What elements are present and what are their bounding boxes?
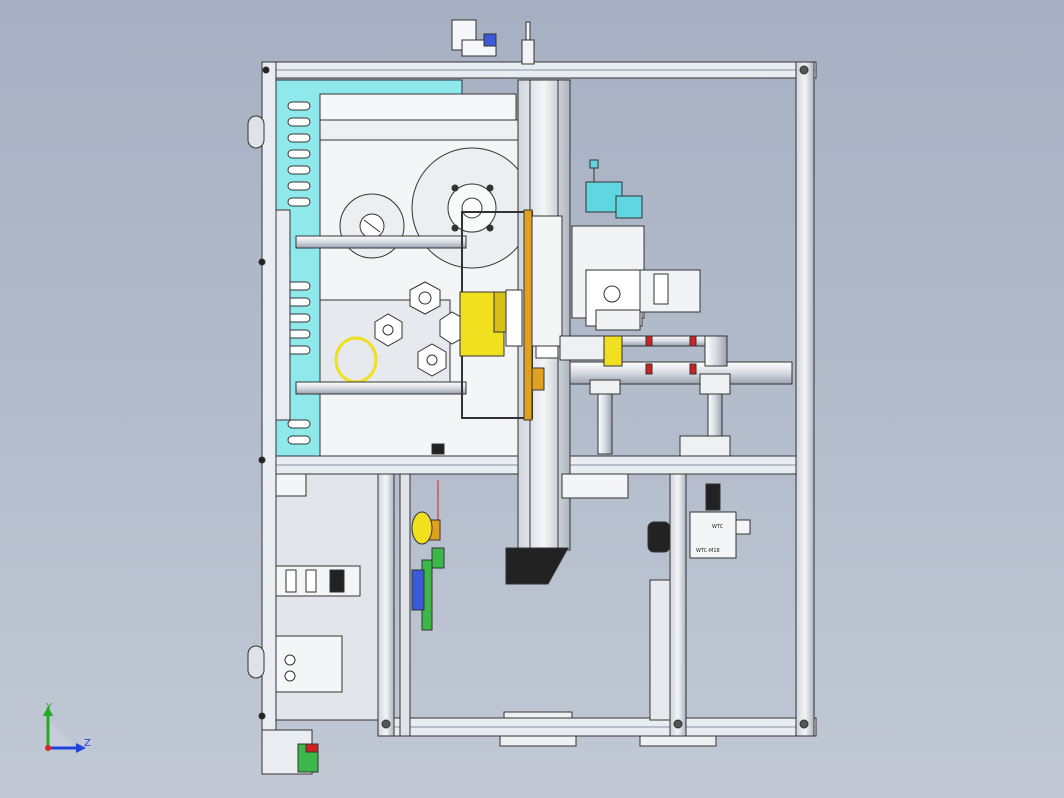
top-clamp (451, 19, 497, 57)
frame-left-post (261, 61, 277, 731)
photoelectric-sensor (689, 511, 737, 559)
lower-motor (275, 635, 343, 693)
axis-top-shaft (521, 39, 535, 65)
coordinate-triad: Y Z (43, 702, 91, 753)
frame-right-post (795, 61, 815, 737)
orange-sensor (531, 367, 545, 391)
knob-upper (247, 115, 265, 149)
axis-end-block (505, 547, 569, 585)
knob-lower (247, 645, 265, 679)
valve-motor-module (571, 159, 701, 331)
lower-components (261, 443, 751, 775)
side-knobs (247, 115, 265, 679)
x-axis-dot (45, 745, 51, 751)
carriage-orange-bar (523, 209, 533, 421)
z-axis-label: Z (84, 738, 91, 749)
frame-lower-post-b (669, 473, 687, 737)
pneumatic-cylinders (559, 335, 731, 457)
upper-mechanism-plate (319, 93, 533, 457)
cyan-side-plate (275, 79, 463, 457)
sensor-lens (647, 521, 671, 553)
frame-lower-post-a (377, 473, 395, 737)
sensor-label-bottom: WTC-M18 (696, 548, 720, 554)
y-axis-label: Y (45, 702, 53, 713)
rod-upper (295, 235, 467, 249)
sensor-label-top: WTC (712, 524, 724, 530)
rod-lower (295, 381, 467, 395)
vertical-linear-axis (461, 21, 571, 585)
blue-part (411, 569, 425, 611)
yellow-gripper (459, 289, 559, 391)
